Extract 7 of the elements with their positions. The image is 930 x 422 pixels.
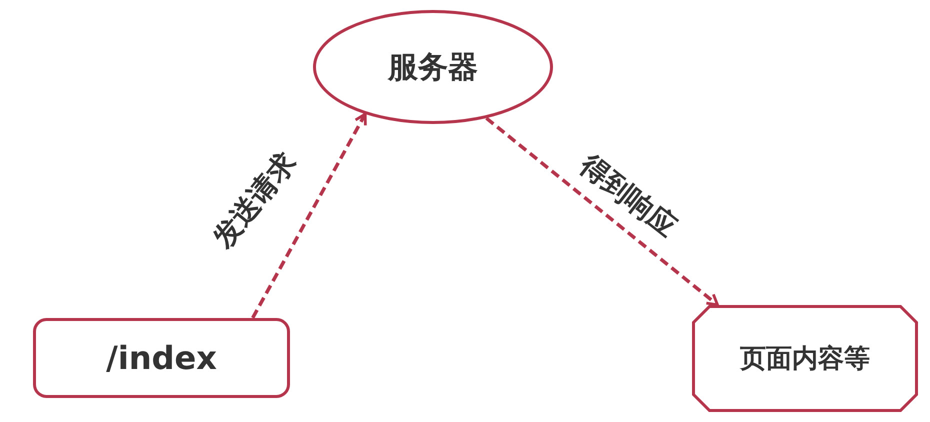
node-label: /index bbox=[106, 339, 217, 377]
rounded-box bbox=[33, 318, 290, 398]
dashed-arrow bbox=[485, 116, 719, 306]
node-label: 服务器 bbox=[388, 48, 478, 86]
server-ellipse bbox=[313, 10, 553, 124]
dashed-arrow bbox=[251, 112, 367, 319]
node-label: 页面内容等 bbox=[740, 343, 870, 376]
